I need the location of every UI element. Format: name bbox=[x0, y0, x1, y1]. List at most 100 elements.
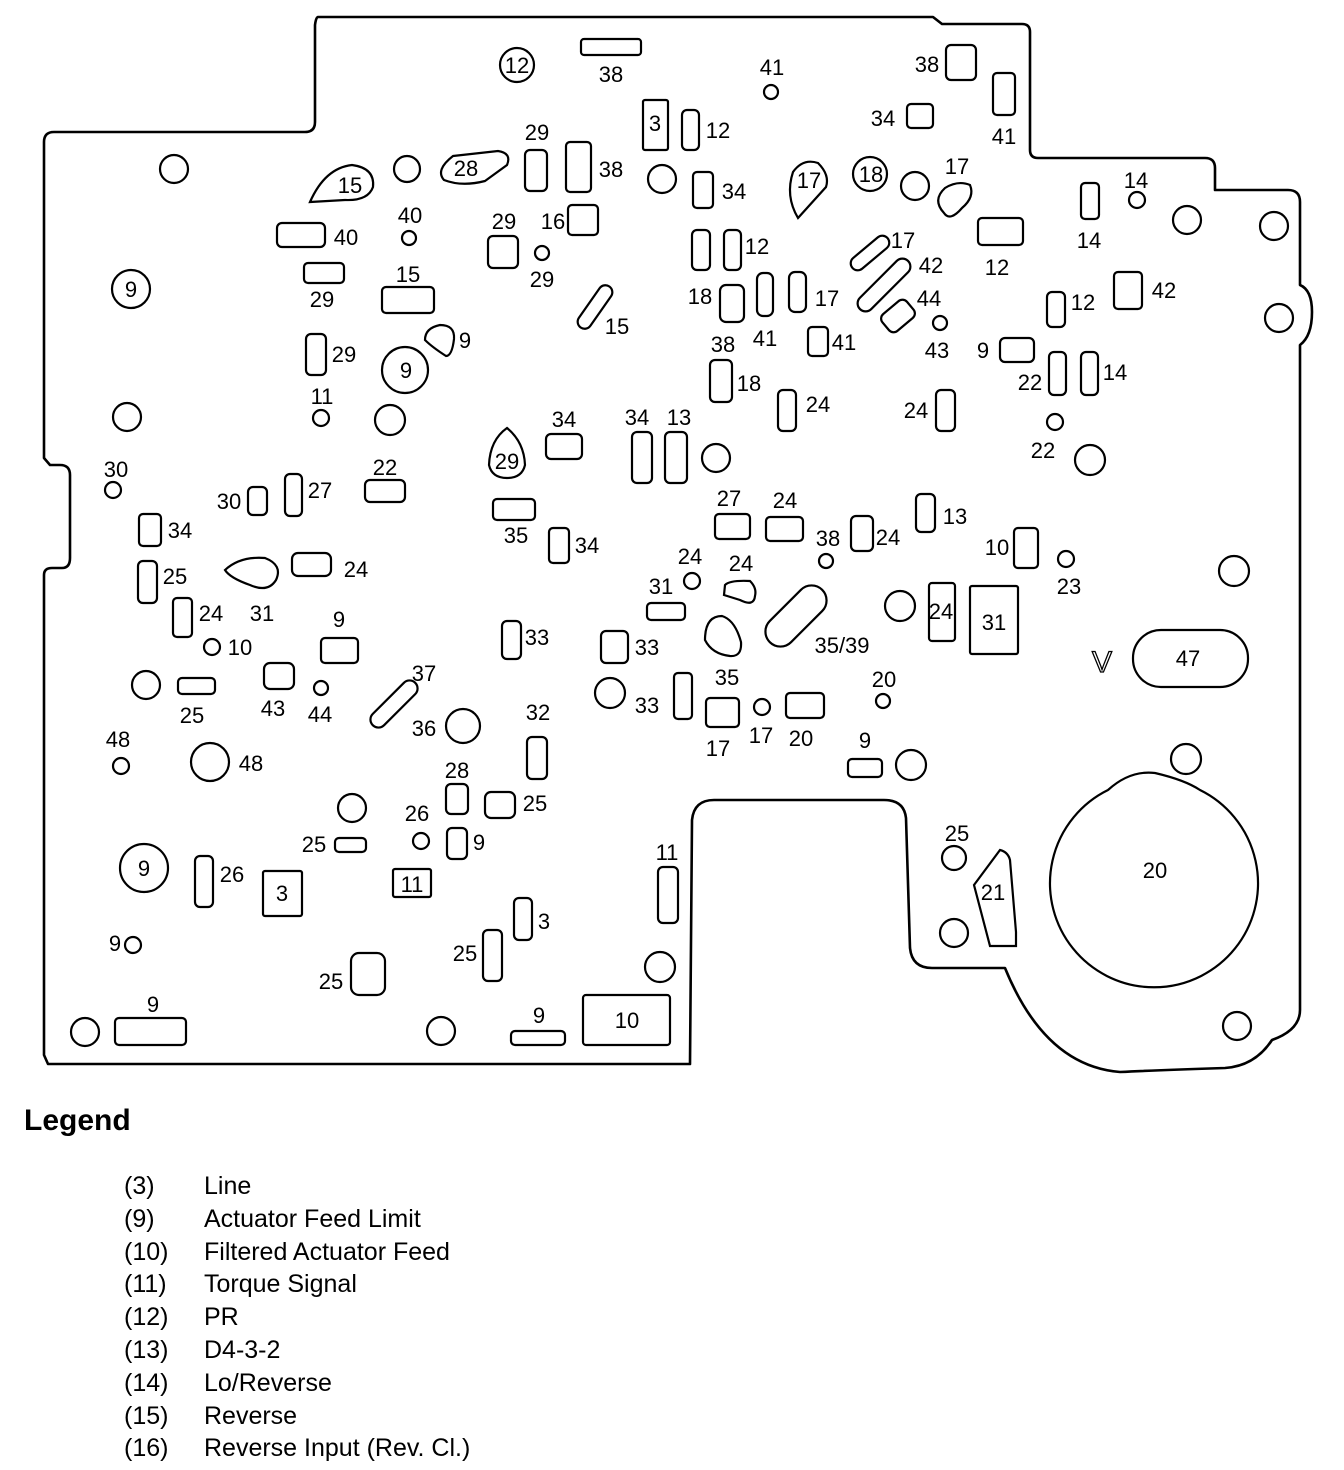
hole bbox=[425, 1015, 457, 1047]
slot bbox=[283, 472, 304, 518]
callout-label: 35/39 bbox=[814, 633, 869, 658]
hole bbox=[1258, 210, 1290, 242]
callout-label: 13 bbox=[667, 405, 691, 430]
slot bbox=[246, 485, 269, 517]
hole bbox=[1127, 190, 1147, 210]
hole bbox=[1263, 302, 1295, 334]
callout-label: 25 bbox=[302, 832, 326, 857]
slot bbox=[302, 261, 346, 285]
callout-label: 24 bbox=[773, 488, 797, 513]
slot bbox=[656, 865, 680, 925]
legend-item: (10)Filtered Actuator Feed bbox=[124, 1236, 470, 1269]
legend-code: (14) bbox=[124, 1368, 169, 1397]
callout-label: 20 bbox=[789, 726, 813, 751]
hole bbox=[682, 571, 702, 591]
callout-label: 32 bbox=[526, 700, 550, 725]
callout-label: 18 bbox=[688, 284, 712, 309]
callout-label: 12 bbox=[706, 118, 730, 143]
slot bbox=[849, 514, 875, 553]
slot bbox=[976, 216, 1025, 247]
callout-label: 12 bbox=[505, 53, 529, 78]
hole bbox=[189, 741, 231, 783]
slot bbox=[349, 951, 387, 997]
hole bbox=[336, 792, 368, 824]
legend-label: PR bbox=[204, 1303, 239, 1332]
slot bbox=[487, 426, 527, 480]
callout-label: 11 bbox=[311, 384, 334, 409]
slot bbox=[927, 581, 957, 643]
slot bbox=[223, 556, 280, 590]
large-bore bbox=[1048, 771, 1260, 989]
hole bbox=[411, 831, 431, 851]
slot bbox=[176, 676, 217, 696]
slot bbox=[905, 102, 935, 130]
callout-label: 40 bbox=[334, 225, 358, 250]
callout-label: 27 bbox=[717, 486, 741, 511]
legend-label: Filtered Actuator Feed bbox=[204, 1237, 450, 1266]
slot bbox=[1047, 350, 1068, 397]
slot bbox=[439, 149, 510, 185]
callout-label: 34 bbox=[871, 106, 895, 131]
callout-label: 35 bbox=[715, 665, 739, 690]
hole bbox=[938, 917, 970, 949]
legend-item: (14)Lo/Reverse bbox=[124, 1367, 470, 1400]
slot bbox=[262, 661, 296, 691]
callout-label: 34 bbox=[625, 405, 649, 430]
slot bbox=[391, 867, 433, 899]
slot bbox=[722, 579, 757, 604]
callout-label: 24 bbox=[929, 599, 953, 624]
slot bbox=[576, 284, 614, 330]
legend-item: (15)Reverse bbox=[124, 1400, 470, 1433]
hole bbox=[123, 935, 143, 955]
slot bbox=[641, 98, 670, 152]
slot bbox=[937, 181, 973, 218]
callout-label: 29 bbox=[332, 342, 356, 367]
callout-label: 17 bbox=[945, 154, 969, 179]
slot bbox=[972, 848, 1018, 948]
callout-label: 33 bbox=[525, 625, 549, 650]
callout-label: 43 bbox=[925, 338, 949, 363]
slot bbox=[788, 160, 829, 220]
callout-label: 38 bbox=[599, 62, 623, 87]
callout-label: 34 bbox=[168, 518, 192, 543]
slot bbox=[509, 1029, 567, 1047]
legend-list: (3)Line (9)Actuator Feed Limit (10)Filte… bbox=[124, 1170, 470, 1465]
callout-label: 25 bbox=[319, 969, 343, 994]
hole bbox=[883, 589, 917, 623]
slot bbox=[806, 325, 830, 358]
callout-label: 9 bbox=[109, 931, 121, 956]
slot bbox=[914, 492, 937, 534]
callout-label: 9 bbox=[147, 992, 159, 1017]
hole bbox=[110, 268, 152, 310]
legend-code: (12) bbox=[124, 1303, 169, 1332]
callout-label: 9 bbox=[977, 338, 989, 363]
callout-label: 12 bbox=[985, 255, 1009, 280]
slot bbox=[630, 430, 654, 485]
slot bbox=[663, 430, 689, 485]
slot bbox=[333, 836, 368, 854]
slot bbox=[486, 234, 520, 270]
callout-label: 18 bbox=[737, 371, 761, 396]
callout-label: 15 bbox=[396, 262, 420, 287]
legend-label: Line bbox=[204, 1172, 252, 1200]
slot bbox=[690, 228, 712, 272]
callout-label: 34 bbox=[552, 407, 576, 432]
callout-label: 30 bbox=[217, 489, 241, 514]
slot bbox=[308, 163, 375, 204]
callout-label: 33 bbox=[635, 693, 659, 718]
callout-label: 25 bbox=[523, 791, 547, 816]
callout-label: 36 bbox=[412, 716, 436, 741]
callout-label: 12 bbox=[745, 234, 769, 259]
slot bbox=[369, 679, 419, 729]
legend-label: Actuator Feed Limit bbox=[204, 1204, 421, 1233]
slot bbox=[704, 696, 741, 729]
slot bbox=[599, 629, 630, 665]
slot bbox=[672, 671, 694, 721]
callout-label: 24 bbox=[806, 392, 830, 417]
callout-label: V bbox=[1092, 646, 1112, 679]
openings bbox=[69, 37, 1295, 1048]
slot bbox=[113, 1016, 188, 1047]
slot bbox=[713, 512, 752, 541]
legend-code: (3) bbox=[124, 1172, 155, 1200]
hole bbox=[312, 679, 330, 697]
